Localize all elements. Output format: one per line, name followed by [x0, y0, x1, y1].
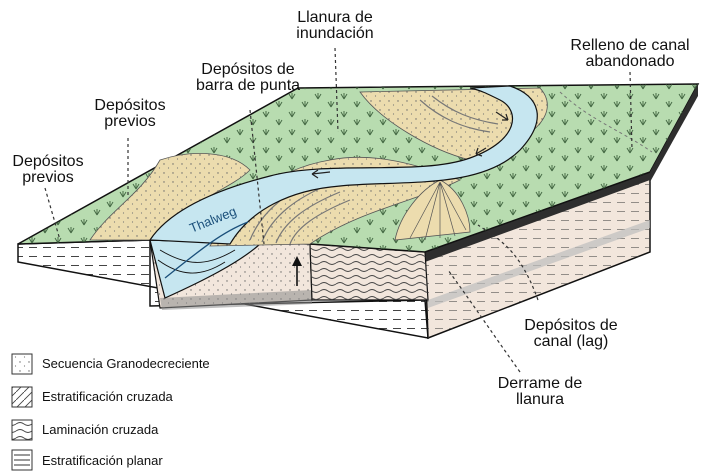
hatch-icon: [12, 387, 32, 407]
wavy-icon: [12, 420, 32, 440]
label-relleno-canal: Relleno de canal abandonado: [564, 38, 696, 70]
label-depositos-previos-1: Depósitos previos: [88, 98, 172, 130]
dots-icon: [12, 354, 32, 374]
label-depositos-previos-2: Depósitos previos: [6, 154, 90, 186]
label-depositos-canal: Depósitos de canal (lag): [518, 318, 624, 350]
label-llanura-inundacion: Llanura de inundación: [285, 10, 385, 42]
legend-label-granodecreciente: Secuencia Granodecreciente: [42, 357, 210, 371]
legend-label-laminacion-cruzada: Laminación cruzada: [42, 423, 158, 437]
legend-label-estratificacion-cruzada: Estratificación cruzada: [42, 390, 173, 404]
label-barra-punta: Depósitos de barra de punta: [190, 62, 306, 94]
legend-label-estratificacion-planar: Estratificación planar: [42, 454, 163, 468]
label-derrame-llanura: Derrame de llanura: [492, 376, 588, 408]
legend-swatches: [12, 354, 32, 470]
